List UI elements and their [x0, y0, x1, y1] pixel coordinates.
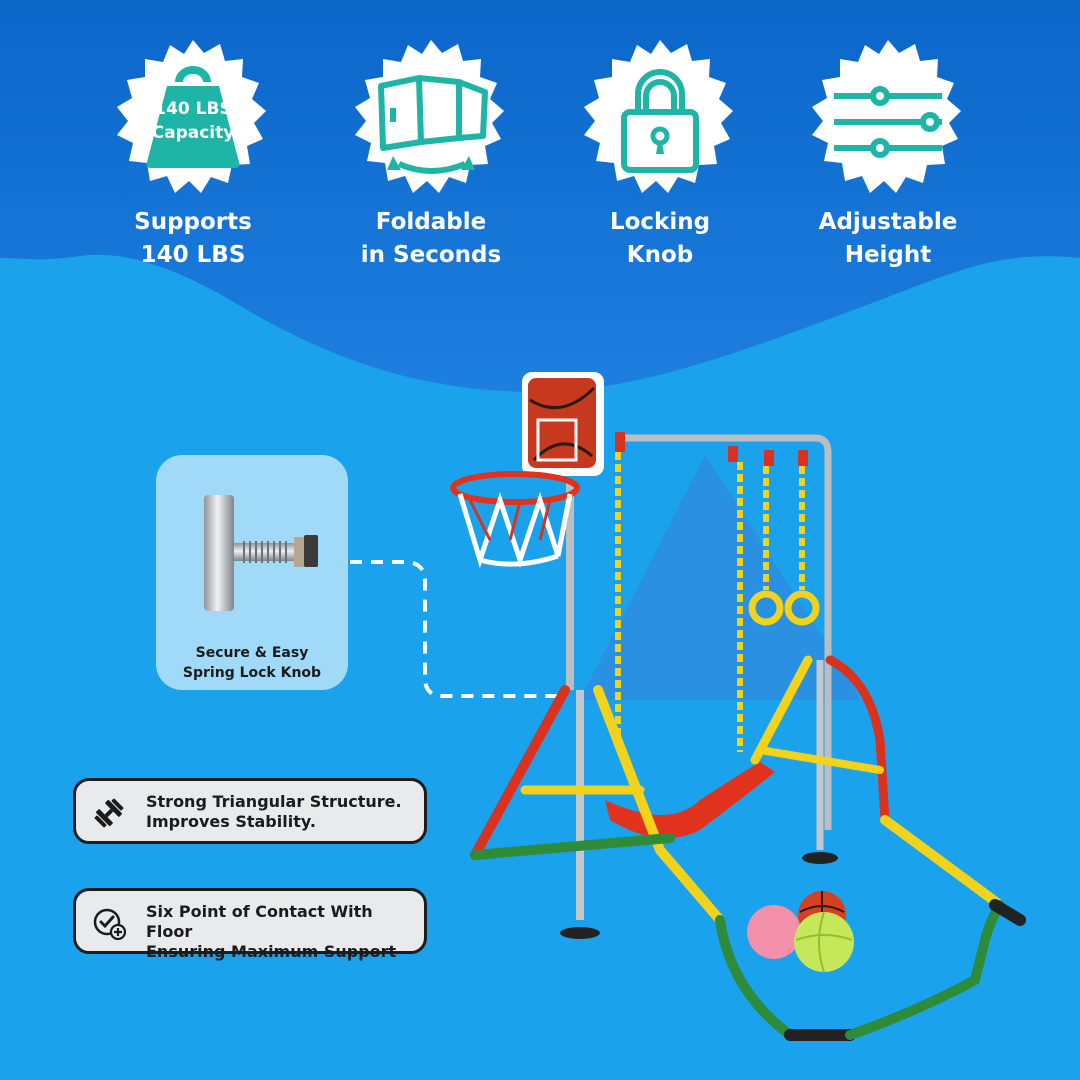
weight-text-2: Capacity	[151, 123, 235, 143]
ball-seam	[795, 911, 853, 973]
fold-icon	[378, 75, 488, 174]
seal-shape	[355, 40, 504, 193]
hoop-net	[457, 491, 573, 569]
pill-text-line: Six Point of Contact With Floor	[146, 902, 373, 941]
top-bar	[615, 434, 832, 830]
spring-lock-knob-icon	[204, 495, 318, 611]
floor-base	[655, 815, 1026, 1041]
feature-capacity: 140 LBS Capacity Supports 140 LBS	[93, 38, 293, 272]
feature-label-line: in Seconds	[360, 242, 502, 268]
back-a-frame	[750, 655, 890, 825]
caption-line: Spring Lock Knob	[182, 665, 322, 681]
capacity-badge: 140 LBS Capacity	[111, 38, 275, 202]
playground-set-illustration	[450, 372, 1026, 1041]
feature-adjustable: Adjustable Height	[788, 38, 988, 272]
header-wave	[0, 0, 1080, 392]
light-cone	[580, 455, 860, 700]
foot-pad	[802, 852, 838, 864]
hoop-net-red	[468, 499, 552, 541]
sliders-icon	[834, 86, 942, 158]
feature-label-line: Supports	[134, 209, 252, 235]
feature-label-adjustable: Adjustable Height	[788, 206, 988, 272]
feature-foldable: Foldable in Seconds	[331, 38, 531, 272]
seal-shape	[812, 40, 961, 193]
feature-label-line: Locking	[609, 209, 711, 235]
pill-text-line: Improves Stability.	[146, 812, 316, 831]
feature-label-line: Foldable	[375, 209, 487, 235]
caption-line: Secure & Easy	[195, 645, 309, 661]
foot-pad	[560, 927, 600, 939]
pill-contact-text: Six Point of Contact With Floor Ensuring…	[146, 902, 416, 962]
foldable-badge	[349, 38, 513, 202]
gym-ring	[784, 590, 820, 626]
gym-ring	[748, 590, 784, 626]
locking-badge	[578, 38, 742, 202]
pill-structure: Strong Triangular Structure. Improves St…	[73, 778, 427, 844]
dumbbell-icon	[94, 798, 124, 828]
hangers	[615, 432, 808, 466]
feature-locking: Locking Knob	[560, 38, 760, 272]
ring-chains	[763, 466, 805, 590]
lock-icon	[621, 69, 699, 173]
spring-lock-card: Secure & Easy Spring Lock Knob	[156, 455, 348, 690]
pill-contact: Six Point of Contact With Floor Ensuring…	[73, 888, 427, 961]
front-a-frame	[470, 685, 675, 860]
check-badge-icon	[93, 908, 126, 940]
basketball-backboard	[522, 372, 604, 476]
adjustable-badge	[806, 38, 970, 202]
feature-label-locking: Locking Knob	[560, 206, 760, 272]
feature-label-line: Height	[844, 242, 932, 268]
green-ball	[794, 912, 854, 972]
pill-text-line: Ensuring Maximum Support	[146, 942, 397, 961]
spring-lock-caption: Secure & Easy Spring Lock Knob	[156, 643, 348, 683]
pill-text-line: Strong Triangular Structure.	[146, 792, 402, 811]
weight-icon	[146, 66, 240, 168]
feature-label-line: Knob	[626, 242, 694, 268]
feature-label-foldable: Foldable in Seconds	[331, 206, 531, 272]
swing-chains	[615, 452, 743, 752]
weight-text-1: 140 LBS	[154, 99, 232, 119]
feature-label-line: 140 LBS	[140, 242, 246, 268]
pill-structure-text: Strong Triangular Structure. Improves St…	[146, 792, 416, 832]
feature-label-line: Adjustable	[818, 209, 958, 235]
feature-label-capacity: Supports 140 LBS	[93, 206, 293, 272]
pink-ball	[747, 905, 801, 959]
hoop	[450, 471, 580, 505]
